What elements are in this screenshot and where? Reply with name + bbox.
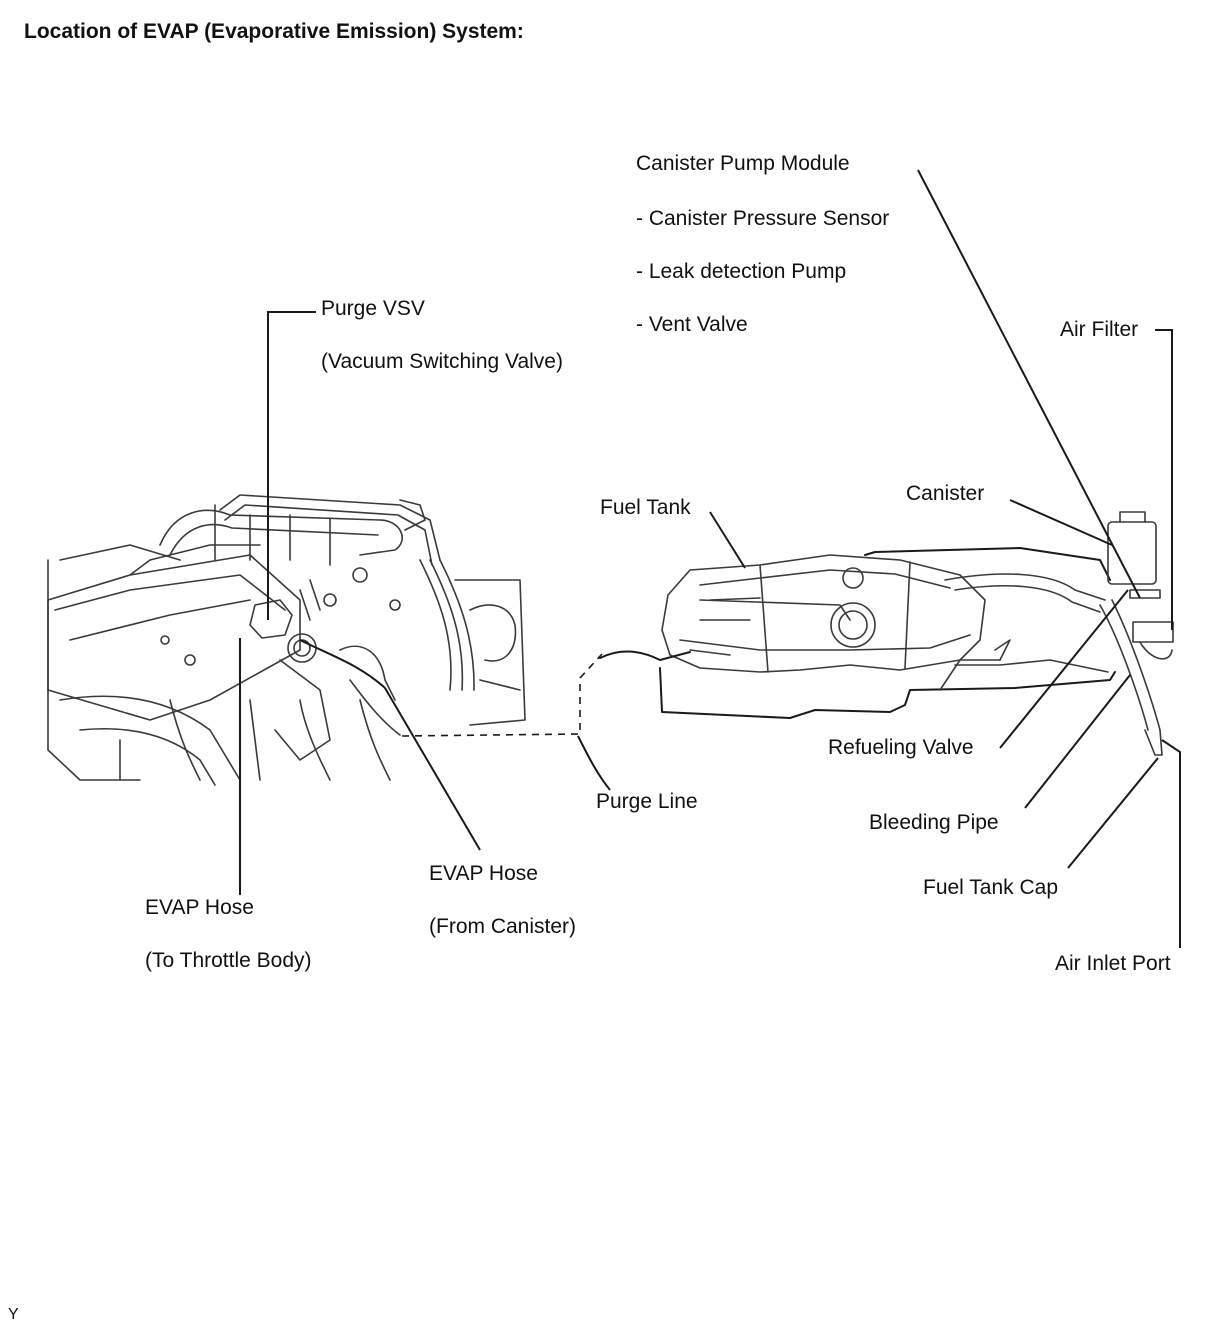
engine-illustration bbox=[47, 494, 526, 786]
fuel-tank-illustration bbox=[599, 511, 1174, 756]
label-fuel-tank-cap: Fuel Tank Cap bbox=[923, 876, 1059, 899]
leader-evap-hose-from bbox=[384, 687, 481, 851]
leader-bleeding-pipe bbox=[1024, 674, 1131, 809]
label-evap-hose-to-sub: (To Throttle Body) bbox=[145, 949, 312, 972]
label-air-filter: Air Filter bbox=[1060, 318, 1139, 341]
label-evap-hose-from-sub: (From Canister) bbox=[429, 915, 577, 938]
leader-air-filter bbox=[1155, 329, 1173, 630]
label-air-inlet-port: Air Inlet Port bbox=[1055, 952, 1171, 975]
label-purge-line: Purge Line bbox=[596, 790, 698, 813]
label-fuel-tank: Fuel Tank bbox=[600, 496, 691, 519]
label-leak-detection-pump: - Leak detection Pump bbox=[636, 260, 847, 283]
label-purge-vsv: Purge VSV bbox=[321, 297, 425, 320]
label-bleeding-pipe: Bleeding Pipe bbox=[869, 811, 999, 834]
purge-line-dashed bbox=[401, 653, 603, 737]
leader-canister bbox=[1009, 499, 1113, 546]
label-refueling-valve: Refueling Valve bbox=[828, 736, 974, 759]
leader-fuel-tank bbox=[709, 511, 746, 569]
leader-refueling-valve bbox=[999, 589, 1129, 749]
leader-purge-vsv bbox=[267, 311, 316, 620]
leader-canister-pump-module bbox=[917, 169, 1141, 599]
page-title: Location of EVAP (Evaporative Emission) … bbox=[24, 20, 524, 43]
label-canister: Canister bbox=[906, 482, 985, 505]
leader-fuel-tank-cap bbox=[1067, 757, 1159, 869]
label-evap-hose-from: EVAP Hose bbox=[429, 862, 538, 885]
evap-hose-run bbox=[299, 639, 386, 689]
leader-purge-line bbox=[577, 735, 611, 791]
label-canister-pressure-sensor: - Canister Pressure Sensor bbox=[636, 207, 890, 230]
footer-mark: Y bbox=[8, 1306, 19, 1323]
leader-lines bbox=[239, 169, 1181, 948]
leader-air-inlet-port bbox=[1161, 739, 1181, 948]
label-purge-vsv-sub: (Vacuum Switching Valve) bbox=[321, 350, 563, 373]
label-vent-valve: - Vent Valve bbox=[636, 313, 748, 336]
label-canister-pump-module: Canister Pump Module bbox=[636, 152, 850, 175]
label-evap-hose-to: EVAP Hose bbox=[145, 896, 254, 919]
